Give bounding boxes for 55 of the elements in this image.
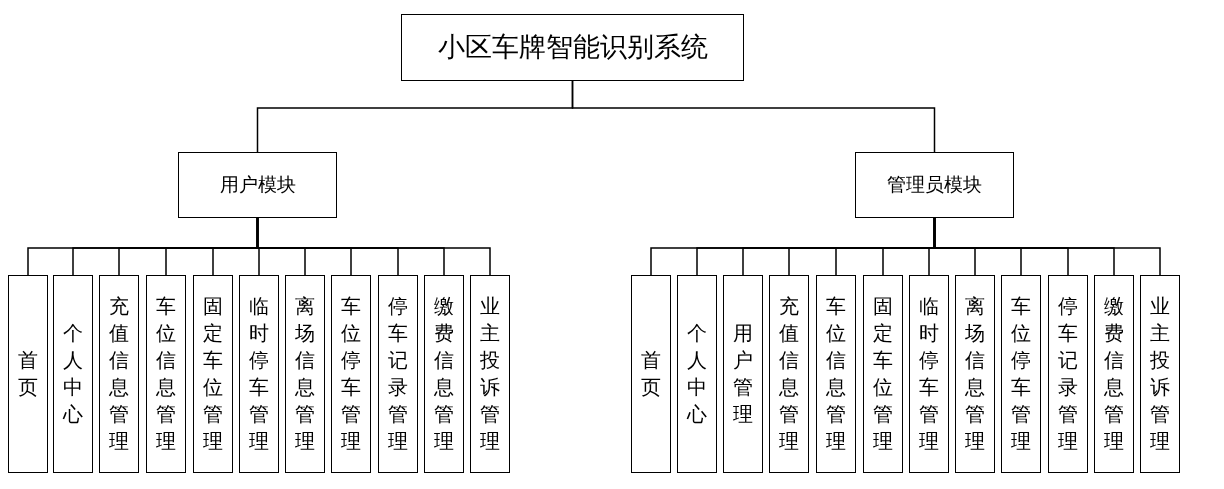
node-label: 停车记录管理 bbox=[1058, 294, 1078, 454]
node-label: 离场信息管理 bbox=[295, 294, 315, 454]
function-box bbox=[677, 275, 717, 473]
function-box bbox=[99, 275, 139, 473]
function-box bbox=[285, 275, 325, 473]
connector-line bbox=[571, 80, 936, 153]
function-box bbox=[863, 275, 903, 473]
node-label: 充值信息管理 bbox=[779, 294, 799, 454]
function-box bbox=[378, 275, 418, 473]
connector-line bbox=[256, 217, 491, 276]
node-label: 用户模块 bbox=[219, 172, 296, 197]
node-label: 充值信息管理 bbox=[109, 294, 129, 454]
function-box bbox=[8, 275, 48, 473]
function-box bbox=[1140, 275, 1180, 473]
node-label: 缴费信息管理 bbox=[1104, 294, 1124, 454]
function-box bbox=[909, 275, 949, 473]
node-label: 个人中心 bbox=[687, 321, 707, 427]
node-label: 业主投诉管理 bbox=[1150, 294, 1170, 454]
node-label: 小区车牌智能识别系统 bbox=[437, 30, 708, 64]
function-box bbox=[1094, 275, 1134, 473]
function-box bbox=[331, 275, 371, 473]
node-label: 个人中心 bbox=[63, 321, 83, 427]
function-box bbox=[723, 275, 763, 473]
function-box bbox=[146, 275, 186, 473]
function-box bbox=[193, 275, 233, 473]
function-box bbox=[53, 275, 93, 473]
node-label: 固定车位管理 bbox=[203, 294, 223, 454]
node-label: 车位停车管理 bbox=[341, 294, 361, 454]
module-box bbox=[178, 152, 337, 218]
function-box bbox=[1001, 275, 1041, 473]
node-label: 固定车位管理 bbox=[873, 294, 893, 454]
function-box bbox=[424, 275, 464, 473]
function-box bbox=[1048, 275, 1088, 473]
node-label: 车位停车管理 bbox=[1011, 294, 1031, 454]
node-label: 车位信息管理 bbox=[826, 294, 846, 454]
function-box bbox=[631, 275, 671, 473]
function-box bbox=[816, 275, 856, 473]
function-box bbox=[239, 275, 279, 473]
function-box bbox=[470, 275, 510, 473]
node-label: 临时停车管理 bbox=[249, 294, 269, 454]
function-box bbox=[955, 275, 995, 473]
node-label: 首页 bbox=[641, 348, 661, 400]
node-label: 管理员模块 bbox=[887, 172, 982, 197]
title-box bbox=[401, 14, 744, 81]
node-label: 车位信息管理 bbox=[156, 294, 176, 454]
node-label: 业主投诉管理 bbox=[480, 294, 500, 454]
connector-line bbox=[933, 217, 1161, 276]
function-box bbox=[769, 275, 809, 473]
node-label: 缴费信息管理 bbox=[434, 294, 454, 454]
node-label: 临时停车管理 bbox=[919, 294, 939, 454]
module-box bbox=[855, 152, 1014, 218]
node-label: 离场信息管理 bbox=[965, 294, 985, 454]
node-label: 首页 bbox=[18, 348, 38, 400]
node-label: 用户管理 bbox=[733, 321, 753, 427]
node-label: 停车记录管理 bbox=[388, 294, 408, 454]
